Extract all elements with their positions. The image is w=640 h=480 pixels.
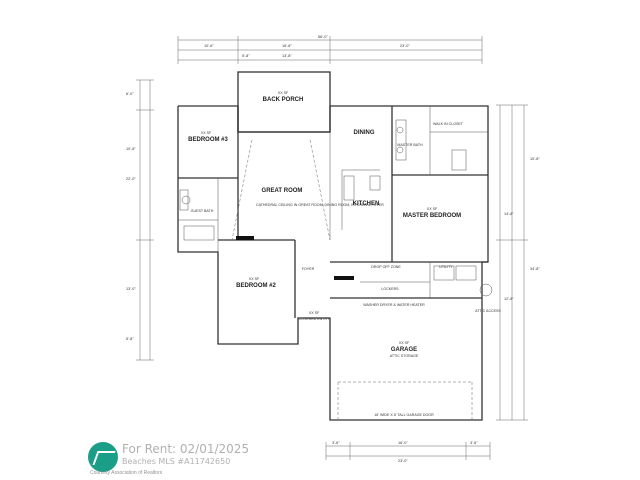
ceiling-note: CATHEDRAL CEILING IN GREAT ROOM, DINING … (256, 203, 384, 207)
vanity-icon (179, 189, 189, 211)
dim-right-a: 10'-8" (530, 157, 540, 161)
dim-top-sub2: 13'-8" (282, 54, 292, 58)
dim-left-b: 10'-8" (126, 147, 136, 151)
master-bath-label: MASTER BATH (397, 143, 423, 147)
covered-entry-area: XX SF (309, 311, 320, 315)
back-porch-area: XX SF (278, 91, 289, 95)
top-dimensions: 56'-0" 10'-6" 16'-8" 23'-0" 5'-8" 13'-8" (177, 35, 483, 64)
bathtub-icon (183, 225, 215, 241)
dim-bottom-left: 3'-6" (332, 441, 340, 445)
covered-entry-label: COVERED ENTRY (299, 317, 330, 321)
watermark-line1: For Rent: 02/01/2025 (122, 442, 250, 456)
toilet-icon (181, 195, 191, 205)
sink-icon (396, 126, 404, 134)
dim-left-d: 13'-0" (126, 287, 136, 291)
left-dimensions: 6'-0" 10'-8" 22'-0" 13'-0" 5'-8" (126, 79, 154, 361)
dim-top-left: 10'-6" (204, 44, 214, 48)
washer-note: WASHER DRYER & WATER HEATER (363, 303, 425, 307)
right-dimensions: 10'-8" 34'-8" 14'-8" 12'-8" (496, 104, 540, 421)
drop-off-zone-label: DROP OFF ZONE (371, 265, 401, 269)
dim-right-c: 12'-8" (504, 297, 514, 301)
bottom-dimensions: 3'-6" 16'-0" 3'-6" 23'-0" (325, 441, 491, 463)
house-walls (177, 105, 489, 421)
mls-logo-icon (88, 442, 118, 472)
guest-bath-label: GUEST BATH (191, 209, 214, 213)
master-vanity-icon (395, 119, 407, 161)
dim-bottom-right: 3'-6" (470, 441, 478, 445)
garage-label: GARAGE (391, 347, 417, 353)
master-bedroom-area: XX SF (427, 207, 438, 211)
dryer-icon (455, 265, 477, 281)
back-porch-label: BACK PORCH (263, 97, 304, 103)
dim-right-b: 14'-8" (504, 212, 514, 216)
washer-icon (433, 265, 455, 281)
dim-bottom-overall: 23'-0" (398, 459, 408, 463)
dim-left-e: 5'-8" (126, 337, 134, 341)
doorway-marker (236, 236, 254, 240)
dim-left-c: 22'-0" (126, 177, 136, 181)
entry-marker (334, 276, 354, 280)
attic-access-note: ATTIC ACCESS (475, 309, 501, 313)
bedroom3-area: XX SF (201, 131, 212, 135)
garage-area: XX SF (399, 341, 410, 345)
dim-top-sub1: 5'-8" (242, 54, 250, 58)
watermark-line2: Beaches MLS #A11742650 (122, 457, 231, 466)
great-room-label: GREAT ROOM (262, 188, 303, 194)
back-porch: XX SF BACK PORCH (237, 71, 331, 133)
bedroom2-label: BEDROOM #2 (236, 283, 276, 289)
foyer-label: FOYER (302, 267, 315, 271)
kitchen-label: KITCHEN (353, 201, 380, 207)
watermark-line3: Courtesy Association of Realtors (90, 470, 163, 476)
dining-label: DINING (354, 130, 375, 136)
utility-label: UTILITY (439, 265, 453, 269)
dim-top-mid: 16'-8" (282, 44, 292, 48)
master-bedroom-label: MASTER BEDROOM (403, 213, 461, 219)
range-icon (343, 175, 355, 201)
water-heater-icon (479, 283, 493, 297)
dim-top-right: 23'-0" (400, 44, 410, 48)
fixtures (179, 119, 493, 297)
listing-watermark: For Rent: 02/01/2025 Beaches MLS #A11742… (88, 440, 298, 476)
garage-door-note: 16' WIDE X 8' TALL GARAGE DOOR (374, 413, 434, 417)
sink-icon-2 (396, 146, 404, 154)
dim-left-a: 6'-0" (126, 92, 134, 96)
lockers-label: LOCKERS (381, 287, 399, 291)
dim-top-overall: 56'-0" (318, 35, 328, 39)
walk-in-closet-label: WALK IN CLOSET (433, 122, 464, 126)
shower-icon (451, 149, 467, 171)
dim-right-overall: 34'-8" (530, 267, 540, 271)
bedroom2-area: XX SF (249, 277, 260, 281)
bedroom3-label: BEDROOM #3 (188, 137, 228, 143)
garage-note: ATTIC STORAGE (390, 354, 419, 358)
dim-bottom-mid: 16'-0" (398, 441, 408, 445)
fridge-icon (369, 175, 381, 191)
